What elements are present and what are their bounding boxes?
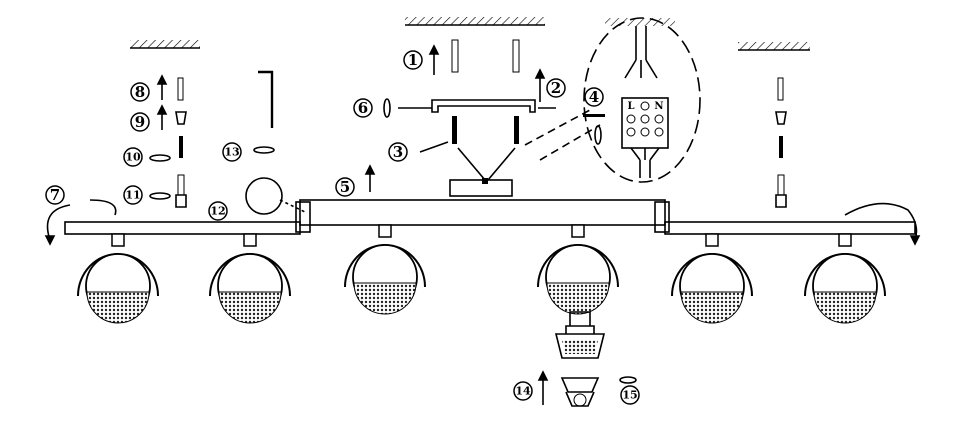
- step-10-marker: 10: [123, 147, 143, 167]
- left-fixing-set: [175, 77, 187, 208]
- step-number: 12: [210, 205, 225, 218]
- step-3-marker: 3: [388, 142, 408, 162]
- step-13-marker: 13: [222, 142, 242, 162]
- step-12-marker: 12: [208, 201, 228, 221]
- detail-callout-lines: [524, 109, 601, 161]
- earth-icon: [640, 101, 650, 111]
- spotlight-5: [671, 233, 753, 324]
- gu10-bulb: [554, 311, 606, 359]
- terminal-label-neutral: N: [654, 101, 663, 112]
- step-14-marker: 14: [513, 381, 533, 401]
- step-number: 5: [340, 178, 350, 196]
- wiring-detail: L N: [583, 17, 701, 183]
- step-5-marker: 5: [335, 177, 355, 197]
- step-4-marker: 4: [584, 87, 604, 107]
- step-1-marker: 1: [403, 50, 423, 70]
- step-number: 15: [622, 389, 637, 402]
- step-number: 4: [589, 88, 599, 106]
- terminal-label-live: L: [627, 101, 634, 112]
- mounting-bracket: [398, 39, 556, 181]
- step-number: 3: [393, 143, 403, 161]
- spotlight-1: [77, 233, 159, 324]
- step-7-marker: 7: [45, 185, 65, 205]
- step-number: 6: [358, 99, 368, 117]
- step-number: 10: [125, 151, 141, 164]
- ceiling-left: [130, 40, 200, 49]
- screwdriver-icon: [583, 114, 605, 117]
- step-2-marker: 2: [546, 78, 566, 98]
- step-number: 9: [135, 113, 145, 131]
- spotlight-6: [804, 233, 886, 324]
- step-number: 2: [551, 79, 561, 97]
- step-11-marker: 11: [123, 185, 143, 205]
- joint-detail-circle: [245, 177, 283, 215]
- step-number: 13: [224, 146, 239, 159]
- step-number: 14: [515, 385, 531, 398]
- spotlight-4: [537, 224, 619, 315]
- step-number: 8: [135, 83, 145, 101]
- spotlight-2: [209, 233, 291, 324]
- step-9-marker: 9: [130, 112, 150, 132]
- right-fixing-set: [775, 77, 787, 208]
- light-bar: [64, 199, 916, 235]
- direction-arrows: [44, 44, 921, 405]
- step-number: 1: [408, 51, 418, 69]
- ceiling-right: [738, 42, 810, 51]
- step-number: 11: [125, 189, 140, 202]
- canopy: [449, 178, 513, 197]
- ceiling-center: [405, 17, 545, 26]
- lamp-holder: [560, 377, 600, 407]
- spotlight-3: [344, 224, 426, 315]
- step-number: 7: [50, 186, 60, 204]
- step-15-marker: 15: [620, 385, 640, 405]
- allen-key-icon: [258, 70, 274, 128]
- step-6-marker: 6: [353, 98, 373, 118]
- step-8-marker: 8: [130, 82, 150, 102]
